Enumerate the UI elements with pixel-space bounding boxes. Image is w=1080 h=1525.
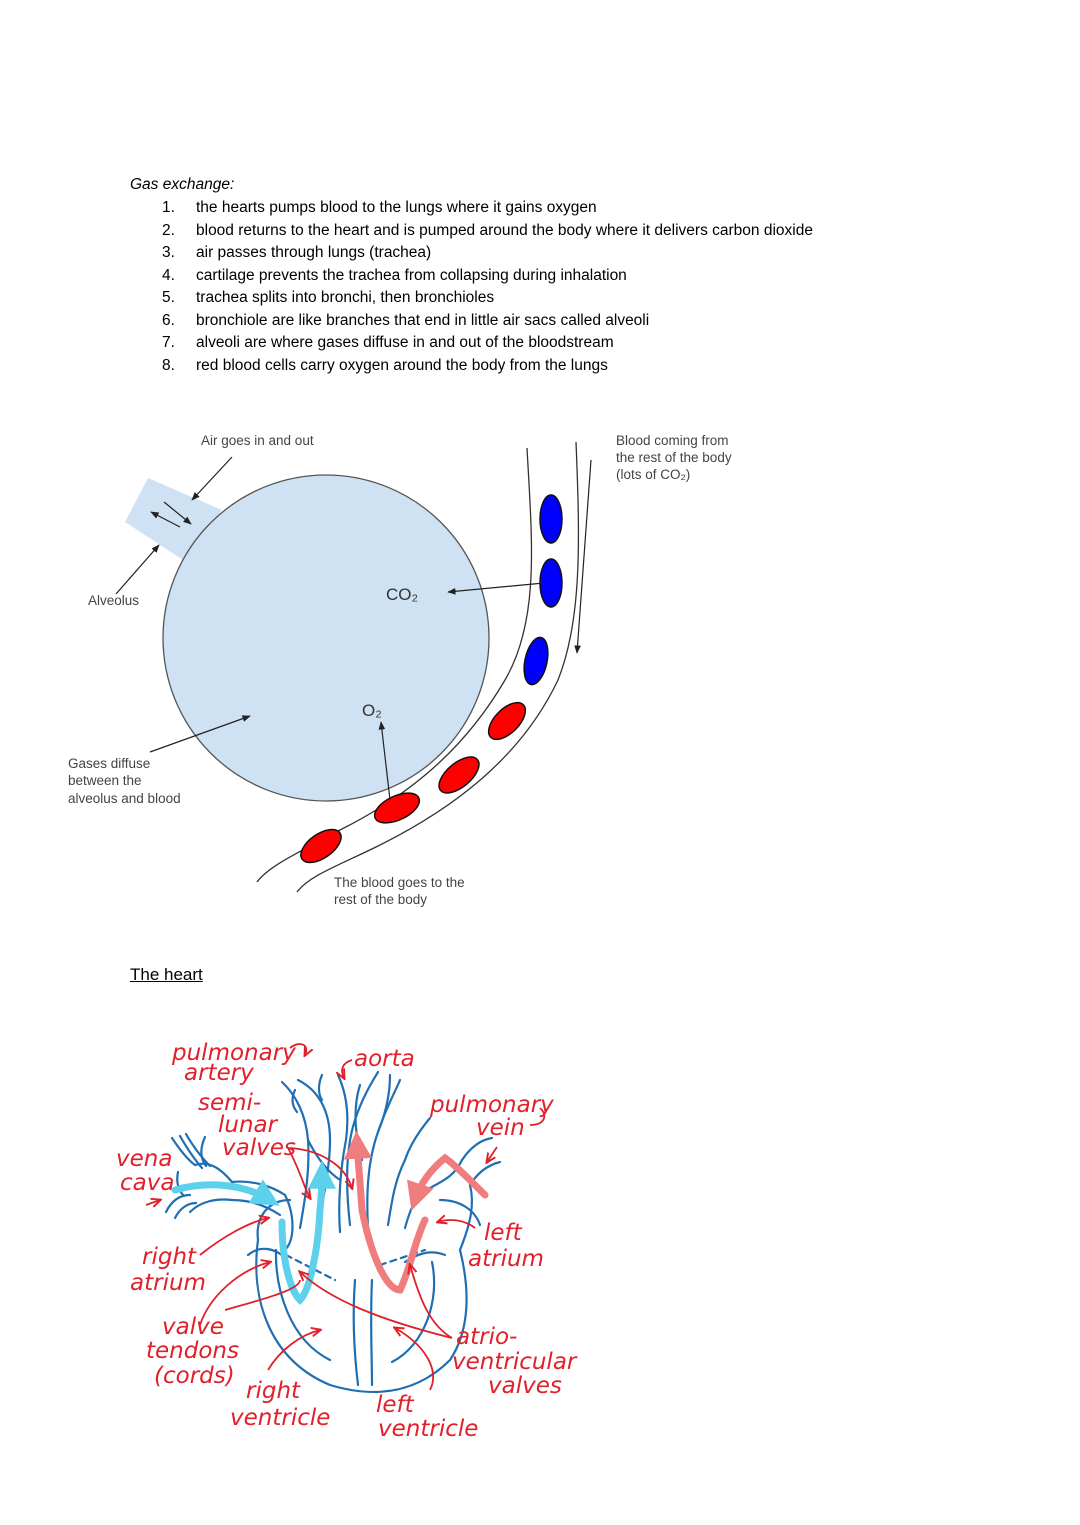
semilunar-label-line: valves: [222, 1135, 296, 1161]
alveolus-label-arrow: [115, 544, 160, 595]
blood-in-label-line: Blood coming from: [616, 433, 729, 448]
pulmonary-vein-label-line: pulmonary: [429, 1092, 554, 1118]
co2-diffusion-arrow: [447, 582, 545, 595]
step-text: bronchiole are like branches that end in…: [196, 311, 650, 329]
av-valves-label-line: atrio-: [456, 1324, 517, 1350]
step-text: trachea splits into bronchi, then bronch…: [196, 289, 495, 306]
air-in-arrow: [163, 501, 192, 525]
deoxygenated-cell: [523, 636, 549, 686]
left-ventricle-label-line: ventricle: [378, 1416, 478, 1442]
step-number: 7.: [162, 334, 175, 351]
step-number: 6.: [162, 311, 175, 329]
valve-tendons-label-line: (cords): [154, 1363, 235, 1389]
oxygenated-cell: [373, 792, 421, 824]
right-atrium-label-line: right: [142, 1244, 197, 1270]
av-valves-label-line: ventricular: [452, 1349, 578, 1375]
oxygenated-flow-arrow: [407, 1153, 489, 1211]
oxygenated-cell: [300, 828, 342, 864]
step-text: air passes through lungs (trachea): [196, 244, 432, 261]
step-number: 8.: [162, 356, 175, 374]
valve-tendons-label-line: valve: [162, 1314, 224, 1340]
heart-heading: The heart: [130, 965, 203, 984]
deoxygenated-flow-arrow: [171, 1179, 280, 1206]
co2-label: CO₂: [386, 585, 418, 604]
step-text: alveoli are where gases diffuse in and o…: [196, 334, 614, 351]
step-text: red blood cells carry oxygen around the …: [196, 356, 608, 374]
deoxygenated-flow-arrow: [278, 1160, 336, 1305]
diffuse-label-line: between the: [68, 773, 142, 788]
blood-in-label-line: the rest of the body: [616, 450, 732, 465]
air-label: Air goes in and out: [201, 433, 314, 448]
aorta-label: aorta: [354, 1046, 415, 1072]
blood-out-label-line: The blood goes to the: [334, 875, 465, 890]
heart-outline: [164, 1070, 502, 1393]
diffuse-label-line: Gases diffuse: [68, 756, 150, 771]
vessel-wall-inner: [296, 441, 580, 893]
right-ventricle-label-line: ventricle: [230, 1405, 330, 1431]
step-text: cartilage prevents the trachea from coll…: [196, 266, 627, 284]
air-label-arrow: [191, 456, 233, 501]
step-number: 5.: [162, 289, 175, 306]
right-atrium-label-line: atrium: [130, 1270, 206, 1296]
oxygenated-flow-arrow: [343, 1130, 429, 1294]
label-pointers: [145, 1043, 546, 1391]
oxygenated-cell: [438, 756, 480, 794]
pulmonary-artery-label-line: pulmonary: [171, 1040, 296, 1066]
gases-diffuse-arrow: [149, 715, 251, 753]
vena-cava-label-line: cava: [120, 1170, 174, 1196]
av-valves-label-line: valves: [488, 1373, 562, 1399]
valve-tendons-label-line: tendons: [146, 1338, 239, 1364]
semilunar-label-line: semi-: [198, 1090, 261, 1116]
blood-out-label-line: rest of the body: [334, 892, 427, 907]
step-text: the hearts pumps blood to the lungs wher…: [196, 199, 597, 216]
step-number: 3.: [162, 244, 175, 261]
pulmonary-artery-label-line: artery: [184, 1060, 254, 1086]
semilunar-label-line: lunar: [218, 1112, 279, 1138]
step-text: blood returns to the heart and is pumped…: [196, 221, 813, 239]
o2-diffusion-arrow: [378, 721, 391, 801]
alveolus-label: Alveolus: [88, 593, 139, 608]
left-atrium-label-line: left: [484, 1220, 523, 1246]
vena-cava-label-line: vena: [116, 1146, 172, 1172]
step-number: 4.: [162, 266, 175, 284]
gas-exchange-title: Gas exchange:: [130, 176, 235, 193]
air-out-arrow: [150, 511, 181, 528]
o2-label: O₂: [362, 701, 382, 720]
diffuse-label-line: alveolus and blood: [68, 791, 181, 806]
step-number: 2.: [162, 221, 175, 239]
deoxygenated-cell: [539, 494, 563, 544]
left-atrium-label-line: atrium: [468, 1246, 544, 1272]
right-ventricle-label-line: right: [246, 1378, 301, 1404]
pulmonary-vein-label-line: vein: [476, 1115, 525, 1141]
blood-in-label-line: (lots of CO₂): [616, 467, 690, 482]
oxygenated-cell: [487, 701, 527, 741]
left-ventricle-label-line: left: [376, 1392, 415, 1418]
step-number: 1.: [162, 199, 175, 216]
blood-flow-arrow: [574, 459, 592, 654]
